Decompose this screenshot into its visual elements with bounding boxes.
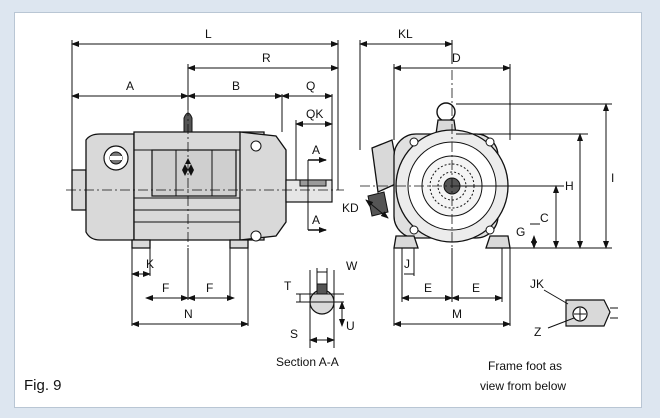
label-U: U (346, 319, 355, 333)
bolt-front-1 (409, 137, 419, 147)
shaft-key (299, 179, 327, 187)
label-M: M (452, 307, 462, 321)
label-I: I (611, 171, 614, 185)
frame-foot-icon (565, 299, 618, 327)
label-S: S (290, 327, 298, 341)
dim-KD (365, 199, 389, 219)
label-Z: Z (534, 325, 541, 339)
bolt-front-2 (485, 137, 495, 147)
label-L: L (205, 27, 212, 41)
bottom-extension-lines (131, 248, 249, 326)
label-K: K (146, 257, 154, 271)
lifting-eye (183, 112, 193, 133)
front-view-motor (360, 70, 560, 300)
label-KL: KL (398, 27, 413, 41)
mitsubishi-logo-icon (182, 158, 194, 176)
terminal-box (151, 149, 237, 197)
bolt-front-3 (409, 225, 419, 235)
frame-foot-detail: JK Z Frame foot as view from below (480, 277, 618, 393)
section-a-a: T W S U Section A-A (276, 259, 358, 369)
leader-JK (543, 289, 569, 305)
label-D: D (452, 51, 461, 65)
bolt-front-4 (485, 225, 495, 235)
section-caption: Section A-A (276, 355, 339, 369)
label-C: C (540, 211, 549, 225)
bolt-bottom (250, 230, 262, 242)
fan-hood-icon (103, 145, 129, 171)
side-view-dimensions: L R A B Q QK A A K F F (71, 27, 339, 327)
label-QK: QK (306, 107, 323, 121)
label-section-bottom: A (312, 213, 320, 227)
label-H: H (565, 179, 574, 193)
label-Q: Q (306, 79, 315, 93)
mounting-feet (131, 239, 249, 249)
figure-label: Fig. 9 (24, 377, 62, 394)
label-A: A (126, 79, 134, 93)
key-section (316, 283, 328, 295)
label-E-right: E (472, 281, 480, 295)
label-E-left: E (424, 281, 432, 295)
front-right-extension-lines (456, 103, 612, 249)
end-shield (239, 131, 287, 241)
label-T: T (284, 279, 292, 293)
front-top-extension-lines (359, 40, 511, 150)
label-J: J (404, 257, 410, 271)
bolt-top (250, 140, 262, 152)
front-view-dimensions: KL D KD I H C G J E E M (342, 27, 614, 327)
label-section-top: A (312, 143, 320, 157)
extension-lines (71, 40, 339, 190)
label-G: G (516, 225, 525, 239)
label-KD: KD (342, 201, 359, 215)
label-JK: JK (530, 277, 544, 291)
side-view-motor (66, 70, 344, 260)
label-F-right: F (206, 281, 213, 295)
terminal-box-ribs (175, 150, 213, 196)
label-F-left: F (162, 281, 169, 295)
section-cut-markers (307, 157, 327, 233)
leader-Z (547, 317, 575, 329)
foot-caption-line1: Frame foot as (488, 359, 562, 373)
label-W: W (346, 259, 358, 273)
label-B: B (232, 79, 240, 93)
label-R: R (262, 51, 271, 65)
front-bottom-extension-lines (393, 248, 511, 326)
section-extension-lines (296, 268, 344, 348)
label-N: N (184, 307, 193, 321)
foot-caption-line2: view from below (480, 379, 566, 393)
